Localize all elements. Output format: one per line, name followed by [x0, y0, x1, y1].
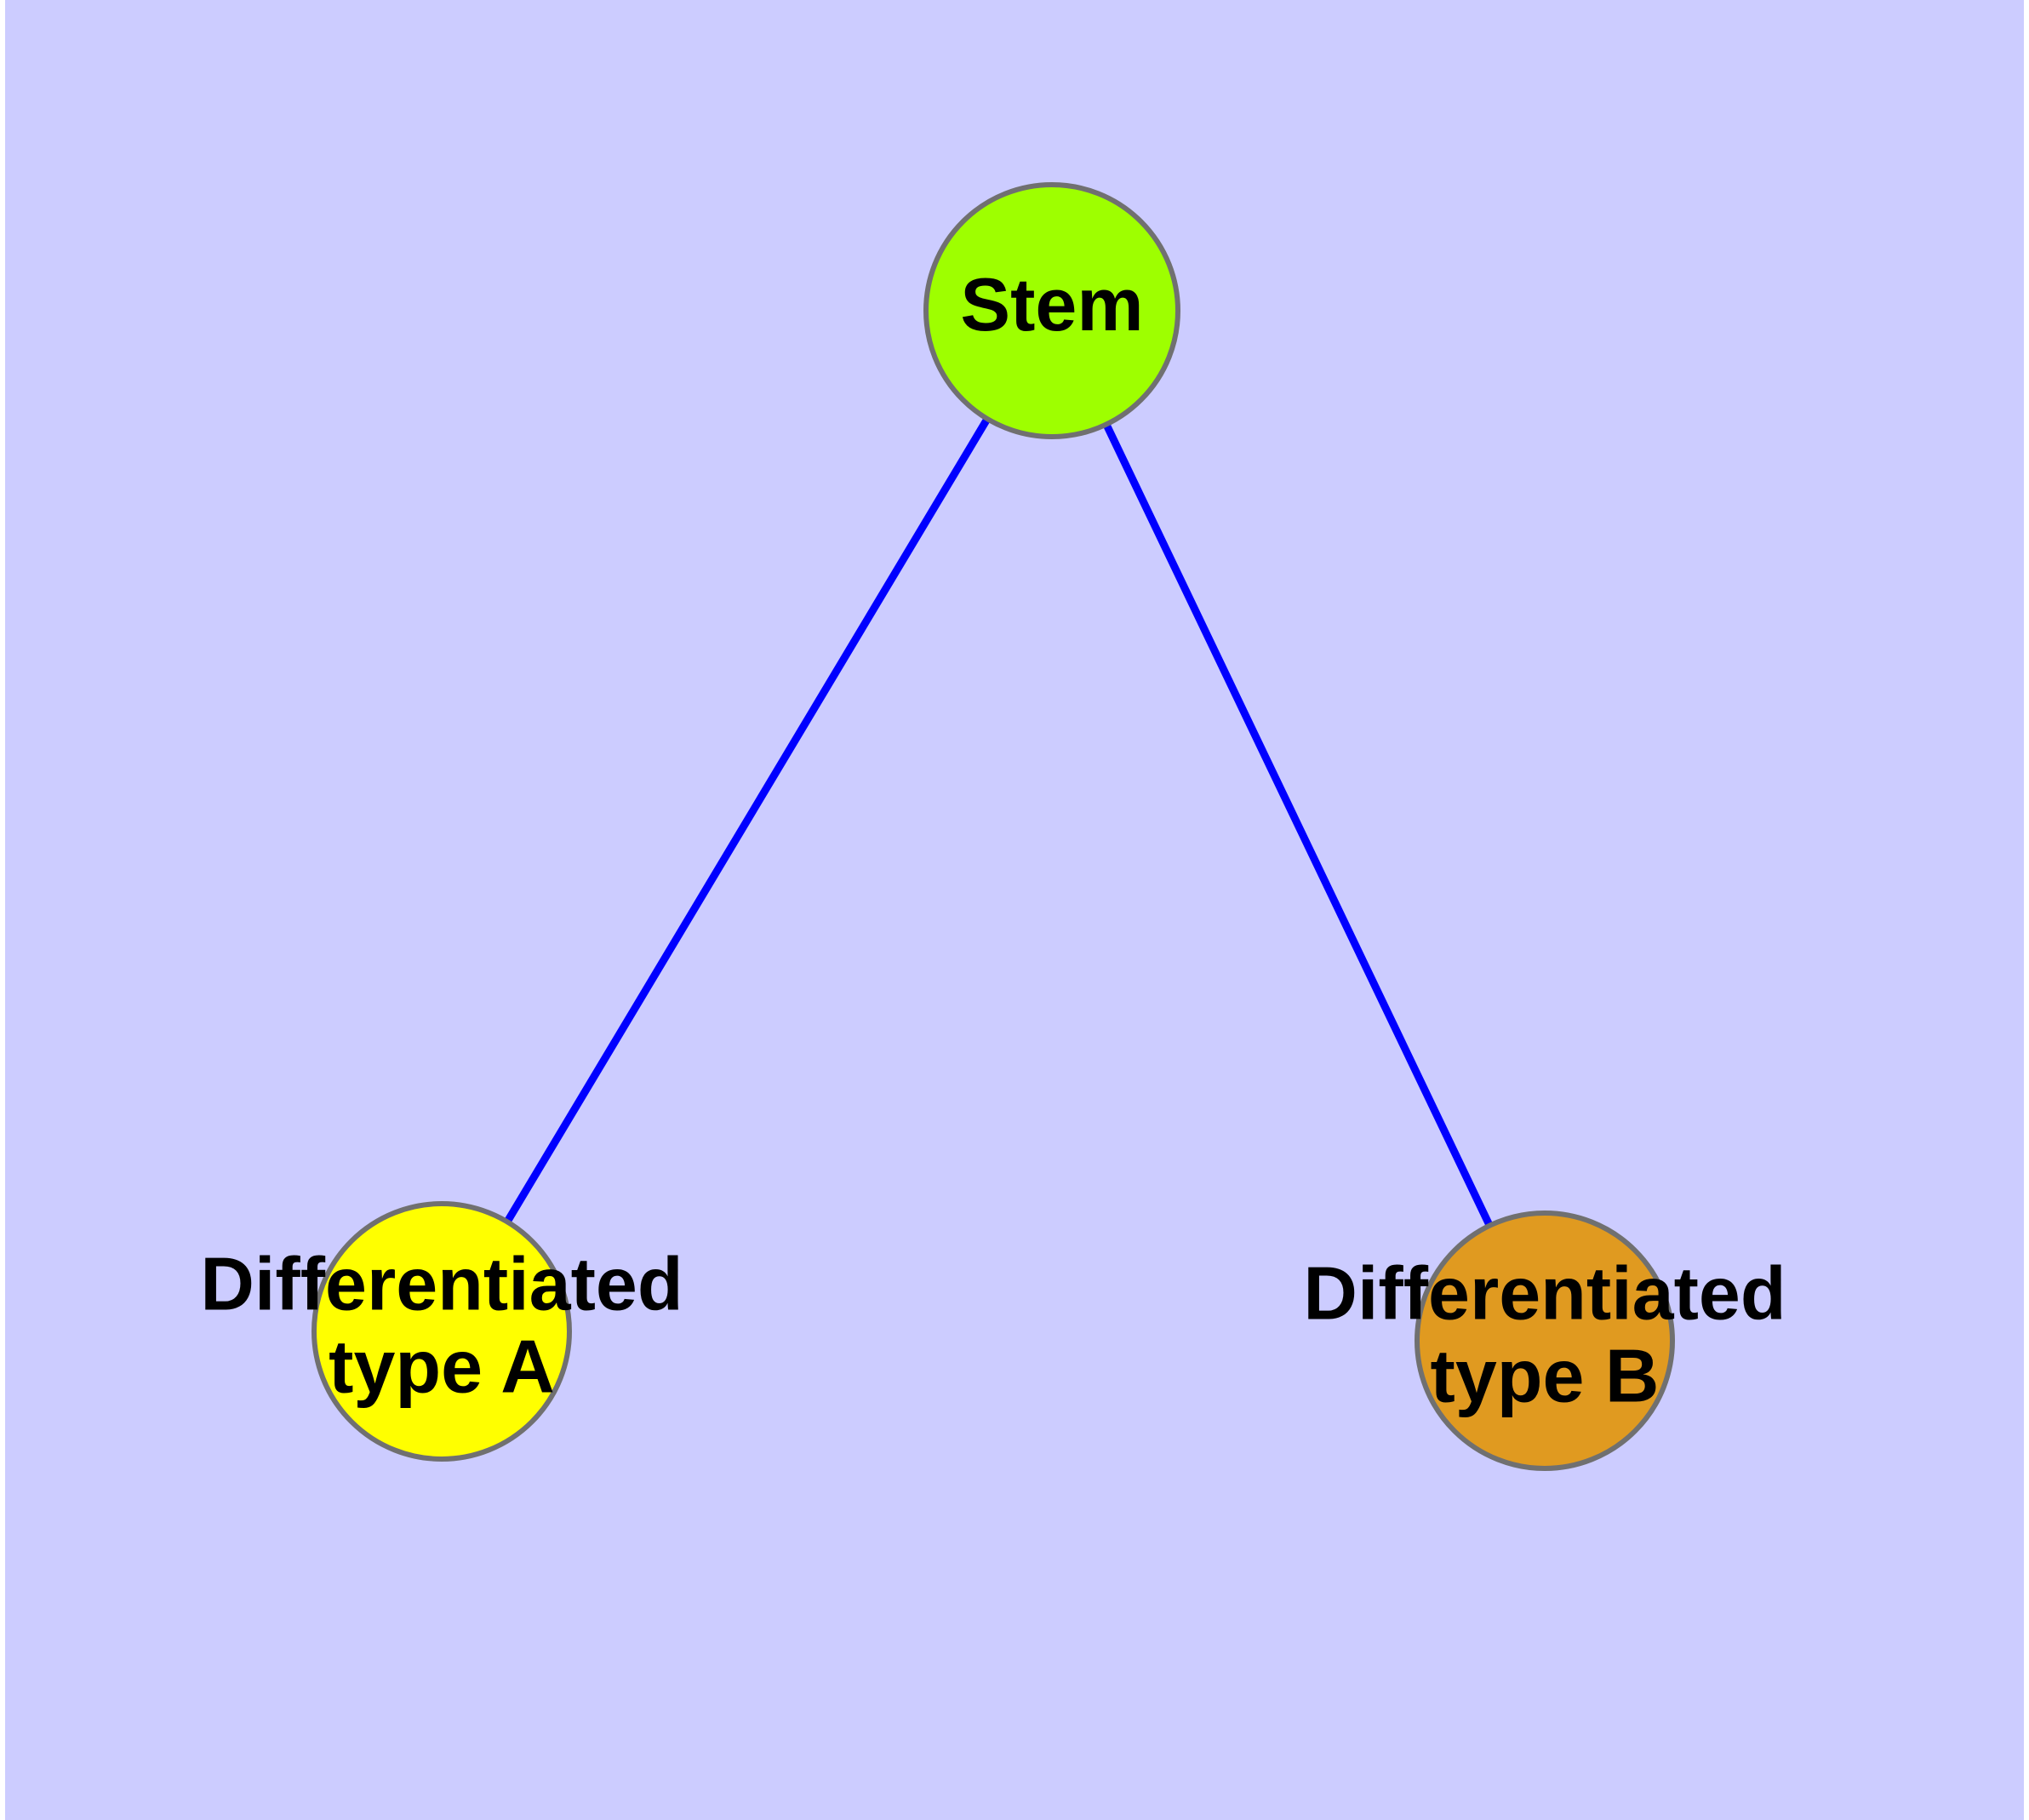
graph-node-label-line: Differentiated	[1303, 1251, 1786, 1336]
node-layer	[311, 182, 1675, 1471]
graph-node-stem[interactable]	[923, 182, 1180, 439]
graph-node-label-line: Stem	[960, 262, 1143, 346]
graph-edge-stem-to-b	[1048, 309, 1549, 1342]
graph-edge-stem-to-a	[438, 308, 1055, 1334]
edge-layer	[438, 308, 1549, 1342]
graph-node-label-line: Differentiated	[200, 1242, 683, 1326]
graph-node-diff_b[interactable]	[1415, 1210, 1675, 1471]
graph-node-label-line: type B	[1431, 1334, 1660, 1418]
graph-node-diff_a[interactable]	[311, 1201, 572, 1462]
graph-node-label-stem: Stem	[960, 262, 1143, 346]
graph-node-label-line: type A	[329, 1325, 555, 1409]
